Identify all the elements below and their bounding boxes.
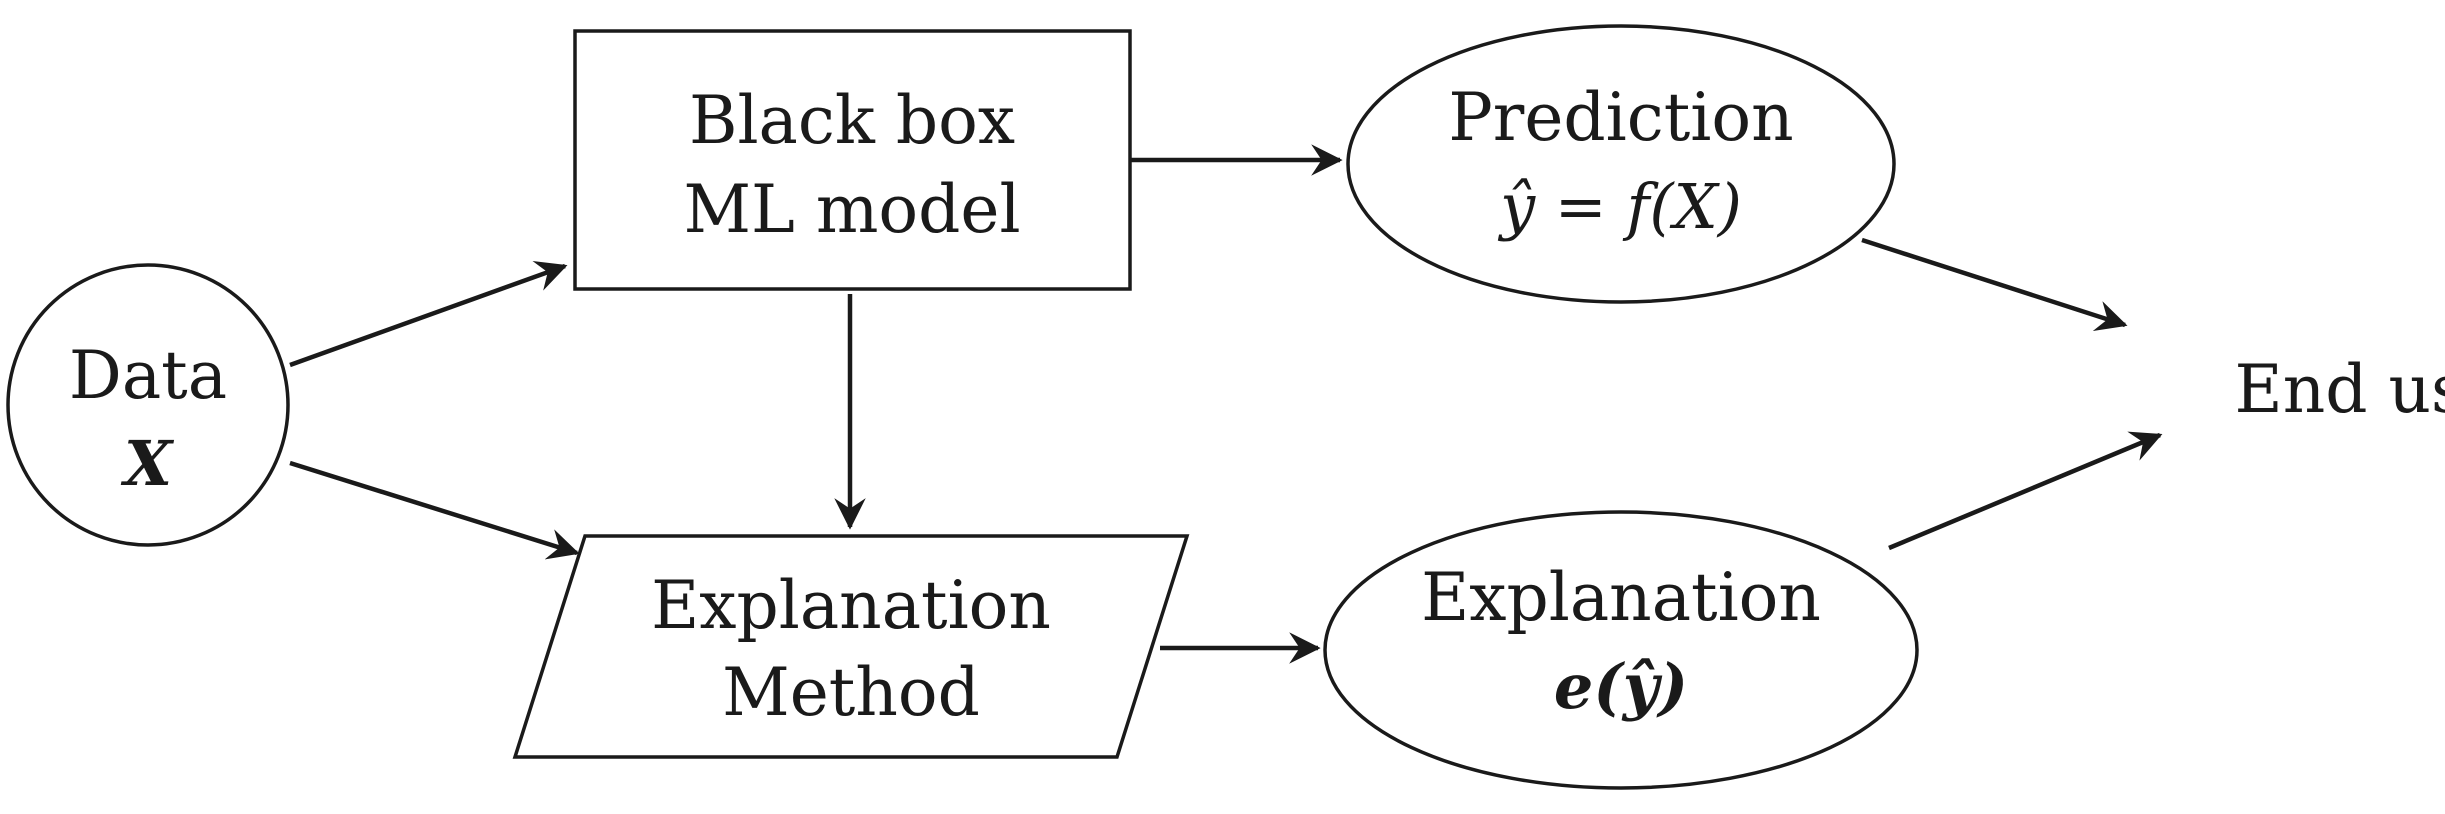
- node-end-user-label: End user: [2235, 351, 2445, 428]
- arrow-explanation-to-end-user: [1888, 431, 2163, 551]
- node-prediction-formula: ŷ = f(X): [1497, 170, 1742, 243]
- node-black-box: Black box ML model: [573, 29, 1132, 291]
- explanation-method-parallelogram: [512, 534, 1190, 759]
- node-explanation: Explanation e(ŷ): [1323, 510, 1919, 790]
- node-black-box-label-2: ML model: [683, 171, 1020, 248]
- data-circle: [6, 263, 290, 547]
- node-prediction-label: Prediction: [1448, 79, 1793, 156]
- node-data: Data X: [6, 263, 290, 547]
- arrow-data-to-explanation-method: [289, 460, 580, 560]
- node-explanation-formula: e(ŷ): [1554, 650, 1688, 723]
- prediction-ellipse: [1346, 24, 1896, 304]
- node-explanation-method: Explanation Method: [512, 534, 1190, 759]
- node-data-symbol: X: [120, 427, 175, 500]
- node-explanation-label: Explanation: [1421, 559, 1821, 636]
- arrow-data-to-black-box: [289, 260, 568, 368]
- node-data-label: Data: [69, 337, 227, 414]
- node-explanation-method-label-1: Explanation: [651, 567, 1051, 644]
- node-black-box-label-1: Black box: [689, 82, 1015, 159]
- arrow-prediction-to-end-user: [1861, 237, 2128, 332]
- node-explanation-method-label-2: Method: [722, 654, 980, 731]
- explanation-ellipse: [1323, 510, 1919, 790]
- node-prediction: Prediction ŷ = f(X): [1346, 24, 1896, 304]
- black-box-rect: [573, 29, 1132, 291]
